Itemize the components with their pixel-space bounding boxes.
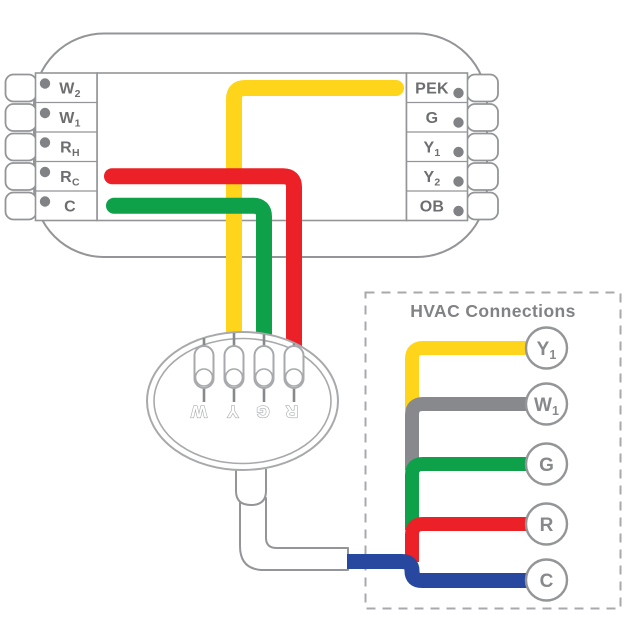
terminal-label-pek: PEK [415,81,449,98]
hvac-terminal-c-circle [524,558,569,602]
hvac-wires [347,341,527,588]
right-terminal-dots [453,87,464,217]
terminal-label-w1: W1 [59,110,81,130]
pek-module: W Y G R [146,331,339,471]
terminal-tab [4,191,38,221]
terminal-dot [39,78,51,89]
terminal-label-w2: W2 [59,81,81,101]
hvac-terminal-label-g: G [539,455,554,476]
module-stem [235,469,267,507]
terminal-tab [466,191,499,221]
terminal-tab [466,162,499,191]
hvac-box-title: HVAC Connections [410,301,576,321]
terminal-tab [466,103,499,132]
backplate-inner-face [96,72,408,222]
left-terminal-tabs [4,73,38,221]
terminal-dot [453,176,464,187]
terminal-label-rh: RH [60,140,80,160]
terminal-tab [4,132,38,162]
slot-release-button [284,368,304,387]
thermostat-backplate: W2 W1 RH RC C PEK G Y1 [4,32,499,258]
terminal-dot [39,137,51,148]
yellow-wire-to-y1 [405,341,527,410]
red-wire-rc-to-module [104,168,302,364]
hvac-terminal-g-circle [524,442,569,486]
terminal-tab [466,73,499,103]
terminal-tab [466,132,499,162]
red-wire-to-r [405,517,527,562]
green-wire-c-to-module [106,197,272,364]
module-wire-slots [193,345,305,389]
terminal-dot [39,196,51,207]
hvac-terminal-label-c: C [540,571,554,592]
terminal-tab [4,73,38,103]
terminal-tab [4,162,38,191]
hvac-connections-box: HVAC Connections [364,291,622,610]
left-terminal-dots [39,78,51,207]
hvac-terminal-label-y1: Y1 [537,339,557,362]
yellow-wire-pek-to-module [226,80,404,364]
hvac-connection-terminals: Y1 W1 G R C [524,326,569,602]
terminal-dot [453,87,464,99]
terminal-label-rc: RC [60,169,80,189]
slot-letter-w: W [190,402,207,421]
green-wire-to-g [405,457,527,530]
terminal-label-c: C [64,199,76,216]
left-terminal-block: W2 W1 RH RC C [34,72,98,222]
gray-wire-to-w1 [405,397,527,470]
right-terminal-tabs [466,73,499,221]
terminal-label-g: G [426,110,439,127]
terminal-dot [453,117,464,128]
right-terminal-block: PEK G Y1 Y2 OB [405,72,469,222]
module-inner-shell [153,337,332,465]
hvac-terminal-r-circle [524,502,569,546]
terminal-dot [453,146,464,158]
terminal-label-y2: Y2 [423,169,440,189]
blue-wire-to-c [347,554,527,588]
slot-letter-r: R [286,402,298,421]
hvac-terminal-label-r: R [540,515,554,536]
hvac-terminal-w1-circle [524,382,569,426]
module-slot-letters: W Y G R [189,401,298,421]
slot-letter-y: Y [227,402,239,421]
slot-letter-g: G [256,402,269,421]
thermostat-wires [104,80,404,364]
conduit-tube [239,497,349,571]
terminal-dot [453,205,464,217]
hvac-terminal-label-w1: W1 [534,395,559,418]
hvac-terminal-y1-circle [524,326,569,370]
slot-release-button [224,368,244,387]
slot-release-button [254,368,274,387]
terminal-dot [39,166,51,178]
dashed-border [364,291,622,610]
terminal-tab [4,103,38,132]
terminal-label-ob: OB [420,199,445,216]
terminal-dot [39,107,51,119]
terminal-label-y1: Y1 [423,140,440,160]
slot-release-button [194,368,214,387]
